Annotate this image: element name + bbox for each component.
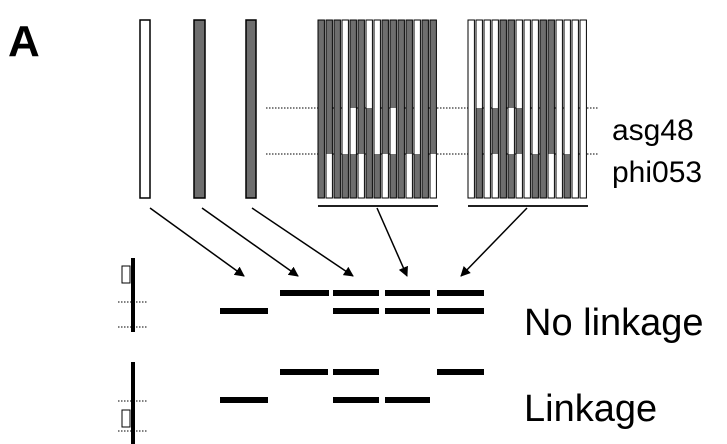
ril-group-1-line-5	[349, 19, 357, 199]
ril-group-2-line-15	[579, 19, 587, 199]
ril-group-2-line-14	[571, 19, 579, 199]
ril-group-2	[467, 19, 587, 199]
panel-label: A	[8, 17, 40, 66]
small-chromosome-linkage	[118, 362, 148, 444]
ril-group-2-line-3	[483, 19, 491, 199]
ril-group-1-line-15	[429, 19, 437, 199]
ril-group-1-line-6	[357, 19, 365, 199]
ril-group-2-line-11	[547, 19, 555, 199]
ril-group-1-line-14	[421, 19, 429, 199]
ril-group-2-line-2	[475, 19, 483, 199]
ril-group-2-line-10	[539, 19, 547, 199]
row-label-no-linkage: No linkage	[524, 302, 704, 344]
ril-group-1-line-3	[333, 19, 341, 199]
ril-group-1-line-13	[413, 19, 421, 199]
ril-group-1-line-4	[341, 19, 349, 199]
ril-group-2-line-7	[515, 19, 523, 199]
ril-group-1-line-11	[397, 19, 405, 199]
marker-label-asg48: asg48	[612, 114, 694, 147]
ril-group-1-line-10	[389, 19, 397, 199]
arrow-5	[460, 207, 528, 277]
row-label-linkage: Linkage	[524, 388, 657, 430]
bands-no-linkage	[220, 290, 484, 314]
ril-group-1-line-9	[381, 19, 389, 199]
ril-group-1-line-1	[317, 19, 325, 199]
ril-group-2-line-6	[507, 19, 515, 199]
ril-group-2-line-5	[499, 19, 507, 199]
ril-group-2-line-12	[555, 19, 563, 199]
arrow-3	[251, 207, 354, 277]
arrow-1	[149, 207, 245, 277]
ril-group-2-line-1	[467, 19, 475, 199]
small-chromosome-no-linkage	[118, 258, 148, 332]
ril-group-2-line-4	[491, 19, 499, 199]
bands-linkage	[220, 369, 484, 403]
parent-chromosome-gray	[193, 19, 206, 199]
ril-group-1-line-8	[373, 19, 381, 199]
arrow-2	[201, 207, 299, 277]
ril-group-2-line-8	[523, 19, 531, 199]
parent-chromosome-white	[139, 19, 151, 199]
ril-group-2-line-13	[563, 19, 571, 199]
marker-label-phi053: phi053	[612, 156, 702, 189]
ril-group-1-line-12	[405, 19, 413, 199]
arrow-4	[376, 207, 408, 277]
parent-chromosome-gray-2	[245, 19, 257, 199]
ril-group-2-line-9	[531, 19, 539, 199]
ril-group-1	[317, 19, 437, 199]
ril-group-1-line-7	[365, 19, 373, 199]
ril-group-1-line-2	[325, 19, 333, 199]
